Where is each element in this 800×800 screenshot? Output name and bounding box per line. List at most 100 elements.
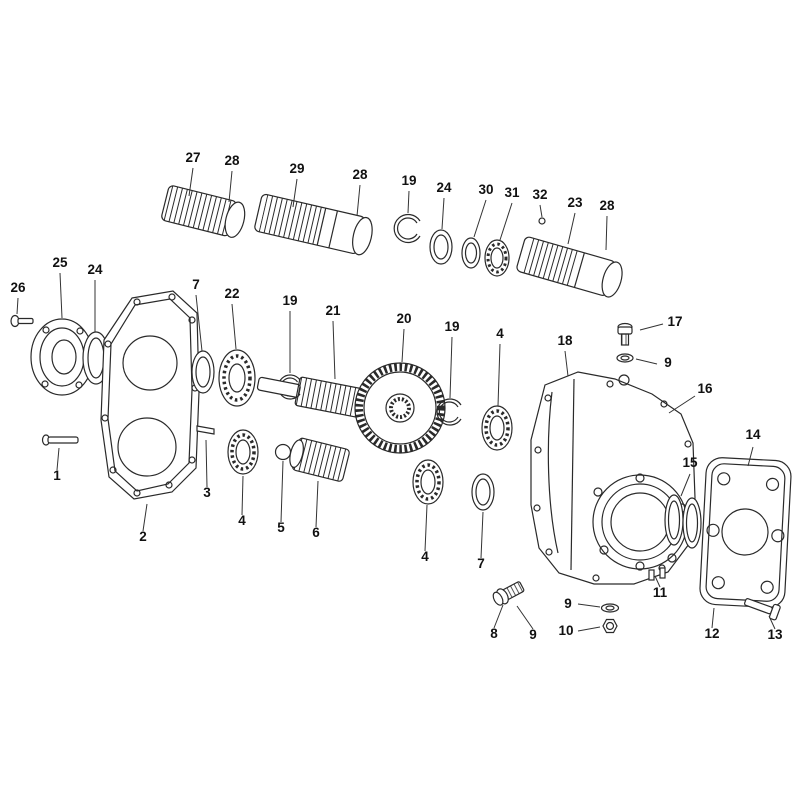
leader-line-19 <box>407 190 410 214</box>
part-label-11: 11 <box>653 585 668 600</box>
leader-line-3 <box>205 439 208 488</box>
bearing-22 <box>218 349 256 407</box>
shaft-29-28 <box>254 193 373 256</box>
part-label-14: 14 <box>745 427 761 442</box>
part-label-7: 7 <box>477 556 485 571</box>
seal-7-left <box>191 350 215 394</box>
seal-rings-15 <box>664 494 702 549</box>
part-label-19: 19 <box>282 293 297 308</box>
part-label-28: 28 <box>224 153 240 168</box>
part-label-3: 3 <box>203 485 211 500</box>
leader-line-1 <box>56 447 60 471</box>
gear-20 <box>354 362 446 454</box>
leader-line-19 <box>449 336 453 399</box>
leader-line-20 <box>401 328 405 363</box>
leader-line-27 <box>188 167 194 197</box>
bearing-4-midright <box>481 405 513 451</box>
part-label-25: 25 <box>52 255 68 270</box>
cover-plate-2 <box>100 290 200 500</box>
bolt-13 <box>744 598 781 621</box>
part-label-23: 23 <box>567 195 583 210</box>
leader-line-28 <box>228 170 233 203</box>
bearing-4-bottom <box>412 459 444 505</box>
part-label-2: 2 <box>139 529 147 544</box>
part-label-27: 27 <box>185 150 200 165</box>
screw-26 <box>10 314 34 328</box>
part-label-12: 12 <box>704 626 719 641</box>
part-label-22: 22 <box>224 286 239 301</box>
leader-line-24 <box>441 197 445 230</box>
part-label-9: 9 <box>564 596 572 611</box>
part-label-20: 20 <box>396 311 411 326</box>
splined-shaft-21 <box>256 376 371 419</box>
part-label-9: 9 <box>529 627 537 642</box>
leader-line-16 <box>668 395 696 414</box>
splined-coupling-6 <box>289 437 350 482</box>
part-label-18: 18 <box>557 333 573 348</box>
leader-line-32 <box>539 204 543 218</box>
leader-line-14 <box>747 446 754 467</box>
part-label-28: 28 <box>599 198 615 213</box>
part-label-24: 24 <box>436 180 452 195</box>
ring-24-top <box>429 229 453 265</box>
leader-line-13 <box>768 615 776 630</box>
leader-line-5 <box>280 460 284 523</box>
breather-17 <box>617 322 633 346</box>
part-label-29: 29 <box>289 161 304 176</box>
shaft-23-28 <box>516 236 623 298</box>
bolt-1 <box>41 434 79 446</box>
pin-3 <box>196 425 215 435</box>
part-label-19: 19 <box>444 319 459 334</box>
part-label-4: 4 <box>496 326 504 341</box>
leader-line-9 <box>516 605 534 630</box>
leader-line-18 <box>564 350 569 377</box>
washer-9-bottom <box>600 603 620 613</box>
seal-7-right <box>471 473 495 511</box>
part-label-7: 7 <box>192 277 200 292</box>
leader-line-4 <box>497 343 501 407</box>
leader-line-25 <box>59 272 63 319</box>
leader-line-4 <box>424 504 428 552</box>
leader-line-30 <box>473 199 487 238</box>
leader-line-22 <box>231 303 237 350</box>
nut-10 <box>602 618 618 634</box>
housing-16-18 <box>530 371 696 585</box>
leader-line-31 <box>499 202 513 241</box>
leader-line-26 <box>16 297 19 315</box>
part-label-4: 4 <box>238 513 246 528</box>
part-label-28: 28 <box>352 167 368 182</box>
end-plate-14 <box>699 457 792 608</box>
leader-line-10 <box>577 626 601 632</box>
leader-line-6 <box>315 480 319 528</box>
part-label-21: 21 <box>325 303 341 318</box>
part-label-4: 4 <box>421 549 429 564</box>
part-label-6: 6 <box>312 525 320 540</box>
part-label-13: 13 <box>767 627 783 642</box>
leader-line-28 <box>356 184 361 217</box>
leader-line-21 <box>332 320 336 380</box>
washer-9-top <box>616 353 634 363</box>
ball-5 <box>274 443 292 461</box>
part-label-26: 26 <box>10 280 26 295</box>
part-label-5: 5 <box>277 520 285 535</box>
leader-line-4 <box>241 475 244 516</box>
part-label-1: 1 <box>53 468 61 483</box>
leader-line-11 <box>654 575 661 588</box>
leader-line-29 <box>292 178 298 208</box>
ball-32 <box>538 217 546 225</box>
part-label-31: 31 <box>504 185 520 200</box>
bearing-31 <box>484 239 510 277</box>
leader-line-7 <box>480 511 484 559</box>
snap-ring-19-top <box>393 213 421 244</box>
part-label-10: 10 <box>558 623 573 638</box>
bearing-4-left <box>227 429 259 475</box>
leader-line-9 <box>577 603 601 608</box>
drain-plug-8 <box>492 581 525 606</box>
leader-line-7 <box>195 294 203 352</box>
part-label-30: 30 <box>478 182 493 197</box>
leader-line-28 <box>605 215 608 251</box>
leader-line-8 <box>493 604 504 629</box>
